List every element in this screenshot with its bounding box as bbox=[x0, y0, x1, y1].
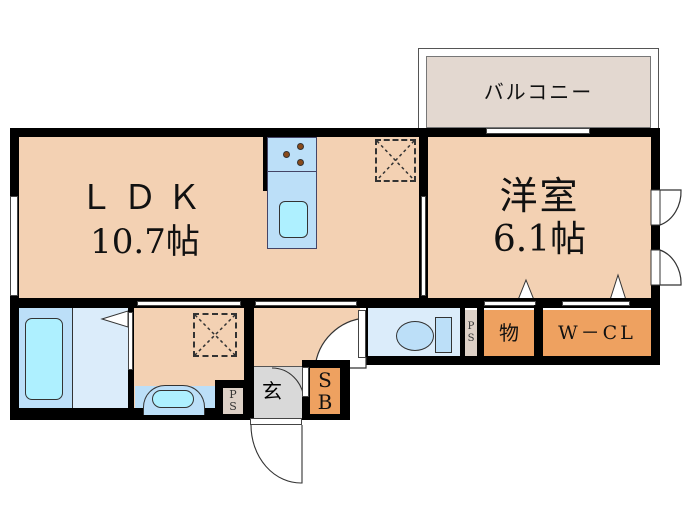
door-sliding-washroom bbox=[137, 301, 241, 306]
door-wcl bbox=[562, 301, 630, 306]
window-balcony bbox=[486, 128, 590, 134]
door-sliding-ldk-western bbox=[421, 196, 426, 296]
stove-burner-icon bbox=[297, 159, 304, 166]
toilet-tank-icon bbox=[435, 317, 452, 353]
wall-toilet-ps bbox=[460, 305, 465, 357]
pipe-space-1: P S bbox=[223, 388, 243, 414]
wall-washroom-hall bbox=[244, 300, 254, 420]
bathtub-icon bbox=[25, 318, 63, 400]
bath-door-marker-icon bbox=[100, 310, 129, 328]
wcl-label: W－CL bbox=[558, 322, 636, 344]
stove-burner-icon bbox=[283, 151, 290, 158]
ldk-name: ＬＤＫ bbox=[79, 178, 211, 218]
shoe-box: S B bbox=[310, 368, 340, 414]
door-swing-icon bbox=[650, 189, 682, 226]
room-storage: 物 bbox=[484, 310, 534, 356]
room-ldk bbox=[19, 137, 420, 298]
ps1-s: S bbox=[229, 400, 237, 413]
balcony: バルコニー bbox=[426, 56, 651, 128]
hatch-x-icon bbox=[194, 314, 236, 356]
ps2-p: P bbox=[467, 321, 475, 332]
toilet-bowl-icon bbox=[396, 321, 434, 351]
room-western: 洋室 6.1帖 bbox=[428, 137, 651, 298]
entrance-door-swing-icon bbox=[250, 424, 303, 484]
sb-b: B bbox=[317, 390, 333, 414]
ldk-size: 10.7帖 bbox=[90, 222, 200, 262]
door-swing-icon bbox=[650, 249, 682, 286]
stove-divider bbox=[267, 171, 317, 172]
wall-bottom-right bbox=[300, 355, 660, 365]
ceiling-hatch-washroom bbox=[193, 313, 237, 357]
entrance-label: 玄 bbox=[262, 379, 282, 403]
western-size: 6.1帖 bbox=[492, 218, 587, 260]
wall-storage-wcl bbox=[534, 305, 543, 357]
wall-ps-storage bbox=[477, 305, 484, 357]
ceiling-hatch-ldk bbox=[375, 139, 416, 182]
stove-burner-icon bbox=[297, 143, 304, 150]
closet-door-marker-icon bbox=[609, 273, 627, 301]
room-entrance bbox=[254, 366, 304, 418]
western-name: 洋室 bbox=[499, 173, 580, 218]
door-sliding-hall bbox=[255, 301, 357, 306]
door-bath bbox=[128, 312, 133, 370]
wall-top bbox=[10, 128, 660, 137]
ps2-s: S bbox=[467, 333, 475, 344]
ps1-p: P bbox=[229, 388, 237, 401]
entrance-door bbox=[250, 418, 302, 425]
ldk-label: ＬＤＫ 10.7帖 bbox=[60, 170, 230, 270]
window-ldk-left bbox=[10, 196, 18, 296]
closet-door-marker-icon bbox=[517, 278, 535, 301]
storage-label: 物 bbox=[499, 321, 519, 345]
room-walk-in-closet: W－CL bbox=[543, 310, 651, 356]
pipe-space-2: P S bbox=[465, 310, 477, 356]
balcony-label: バルコニー bbox=[483, 80, 594, 104]
hatch-x-icon bbox=[376, 140, 415, 181]
washbasin-icon bbox=[152, 390, 194, 408]
sb-side bbox=[302, 367, 309, 397]
door-storage bbox=[484, 301, 536, 306]
toilet-door-jamb bbox=[358, 310, 366, 358]
sink-icon bbox=[279, 201, 308, 238]
sb-s: S bbox=[318, 368, 332, 392]
wall-right bbox=[651, 128, 660, 358]
